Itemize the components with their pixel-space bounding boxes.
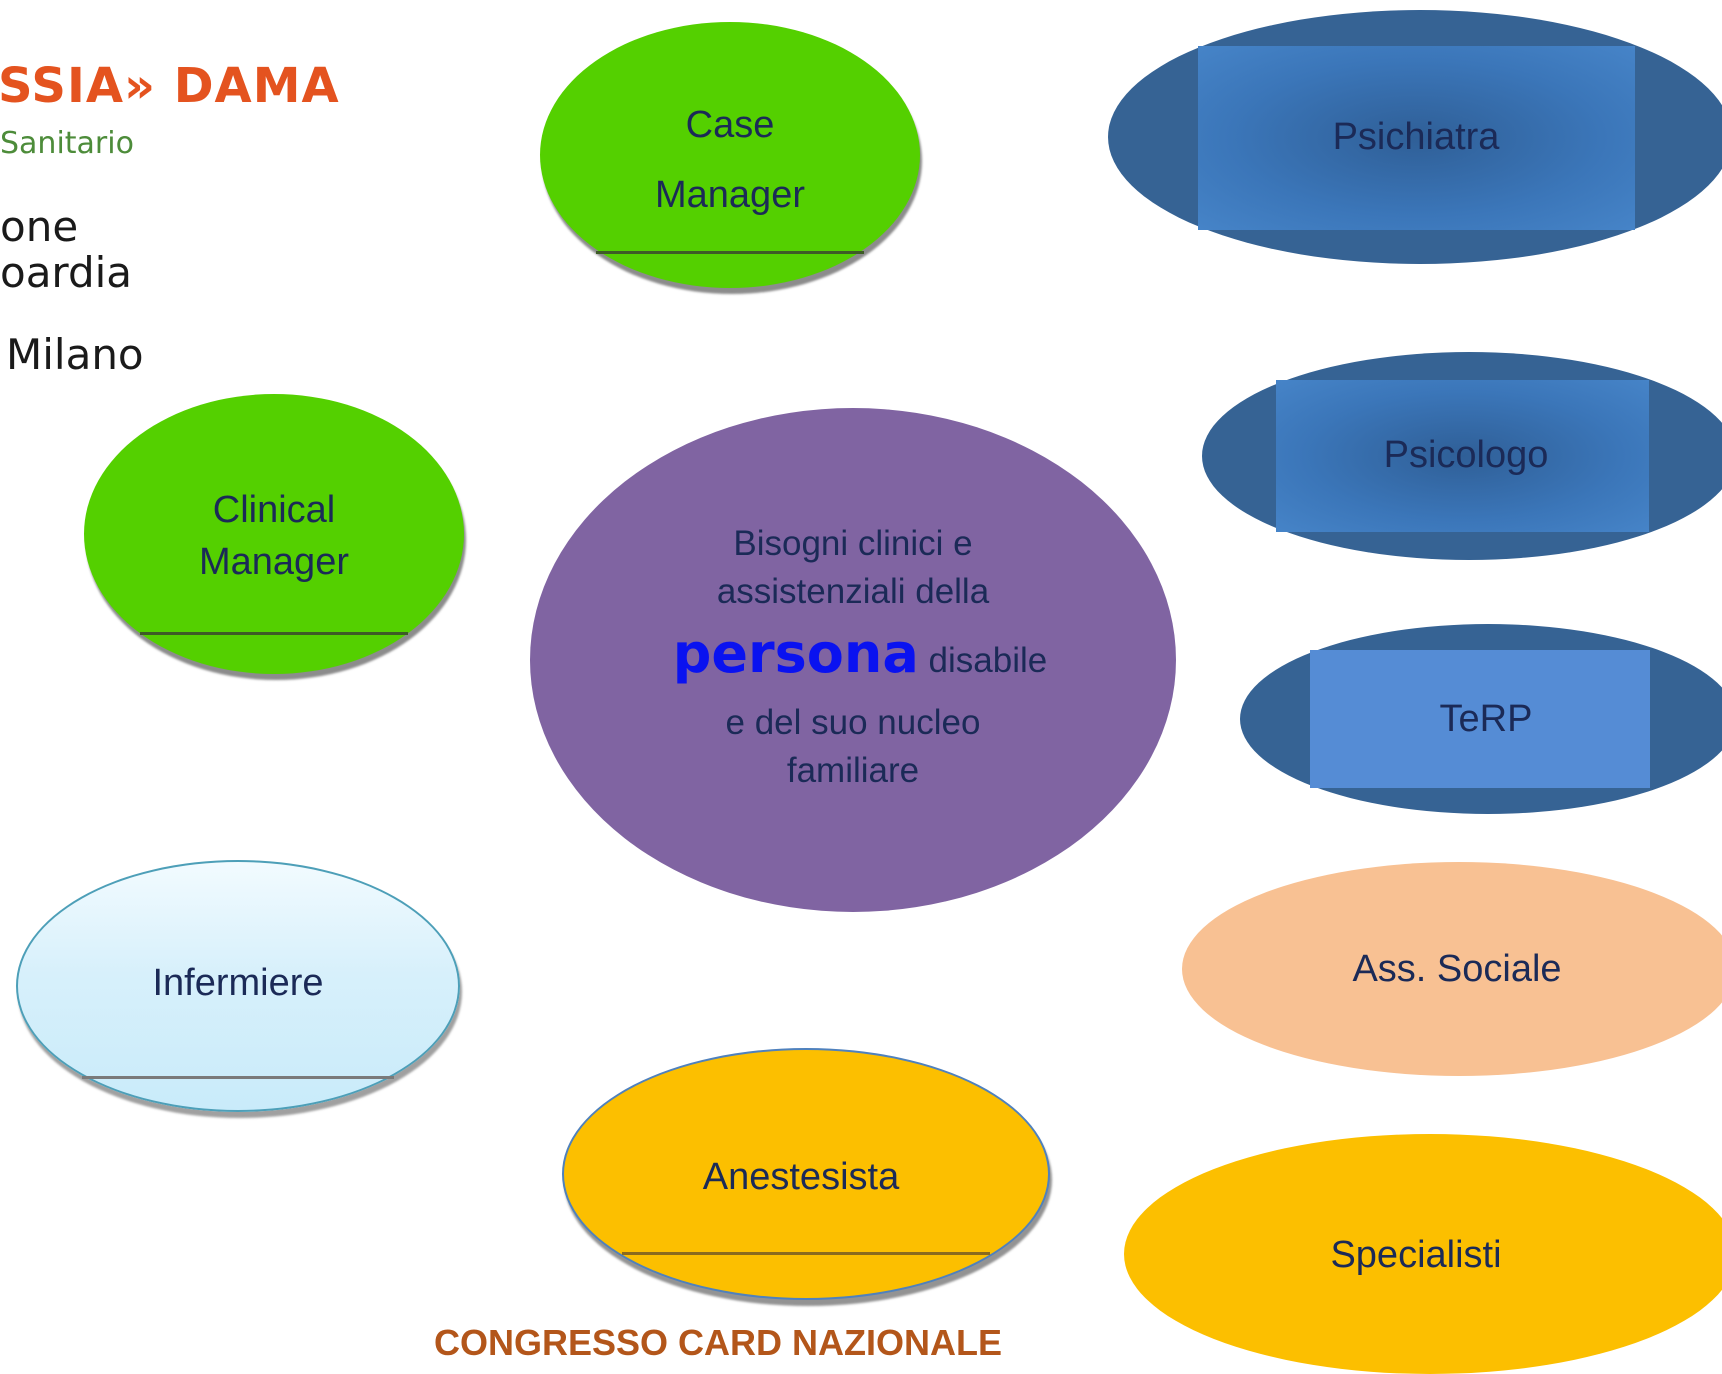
header-subtitle: Sanitario — [0, 126, 134, 161]
node-psicologo-panel — [1276, 380, 1649, 532]
node-anestesista: Anestesista — [562, 1048, 1050, 1300]
center-highlight-word: persona — [672, 622, 919, 685]
node-ass-sociale: Ass. Sociale — [1182, 862, 1722, 1076]
node-clinical-manager: Clinical Manager — [84, 394, 464, 674]
footer-congress-title: CONGRESSO CARD NAZIONALE — [434, 1322, 1003, 1363]
center-line3-rest: disabile — [928, 641, 1048, 680]
node-clinical-manager-line1: Clinical — [212, 489, 336, 531]
node-case-manager-line2: Manager — [655, 174, 805, 216]
node-ass-sociale-label: Ass. Sociale — [1352, 948, 1562, 990]
header-title: SSIA» DAMA — [0, 58, 340, 114]
node-clinical-manager-line2: Manager — [199, 541, 349, 583]
header-region: one oardia — [0, 204, 132, 296]
node-psichiatra: Psichiatra — [1108, 10, 1722, 264]
header-city: Milano — [6, 330, 144, 379]
node-psichiatra-label: Psichiatra — [1332, 116, 1500, 158]
node-infermiere: Infermiere — [16, 860, 460, 1112]
node-infermiere-label: Infermiere — [152, 962, 324, 1004]
node-anestesista-underline — [622, 1252, 990, 1255]
node-case-manager-line1: Case — [685, 104, 775, 146]
center-line5: familiare — [786, 751, 920, 790]
center-line4: e del suo nucleo — [725, 703, 981, 742]
center-line1: Bisogni clinici e — [733, 524, 973, 563]
node-case-manager-underline — [596, 251, 864, 254]
node-psichiatra-panel — [1198, 46, 1635, 230]
node-terp-panel — [1310, 650, 1650, 788]
node-terp-label: TeRP — [1439, 698, 1533, 740]
center-line2: assistenziali della — [716, 572, 990, 611]
center-text: Bisogni clinici e assistenziali della pe… — [530, 520, 1176, 795]
header-region-line2: oardia — [0, 248, 133, 297]
header-region-line1: one — [0, 202, 79, 251]
node-case-manager-label: Case Manager — [540, 90, 920, 230]
center-line3: persona disabile — [530, 616, 1176, 699]
node-case-manager: Case Manager — [540, 22, 920, 288]
node-clinical-manager-underline — [140, 632, 408, 635]
node-psicologo: Psicologo — [1202, 352, 1722, 560]
node-anestesista-label: Anestesista — [702, 1156, 900, 1198]
node-terp: TeRP — [1240, 624, 1722, 814]
node-center-needs: Bisogni clinici e assistenziali della pe… — [530, 408, 1176, 912]
node-infermiere-underline — [82, 1076, 394, 1079]
node-specialisti: Specialisti — [1124, 1134, 1722, 1374]
node-psicologo-label: Psicologo — [1383, 434, 1549, 476]
node-specialisti-label: Specialisti — [1330, 1234, 1502, 1276]
node-clinical-manager-label: Clinical Manager — [84, 484, 464, 588]
